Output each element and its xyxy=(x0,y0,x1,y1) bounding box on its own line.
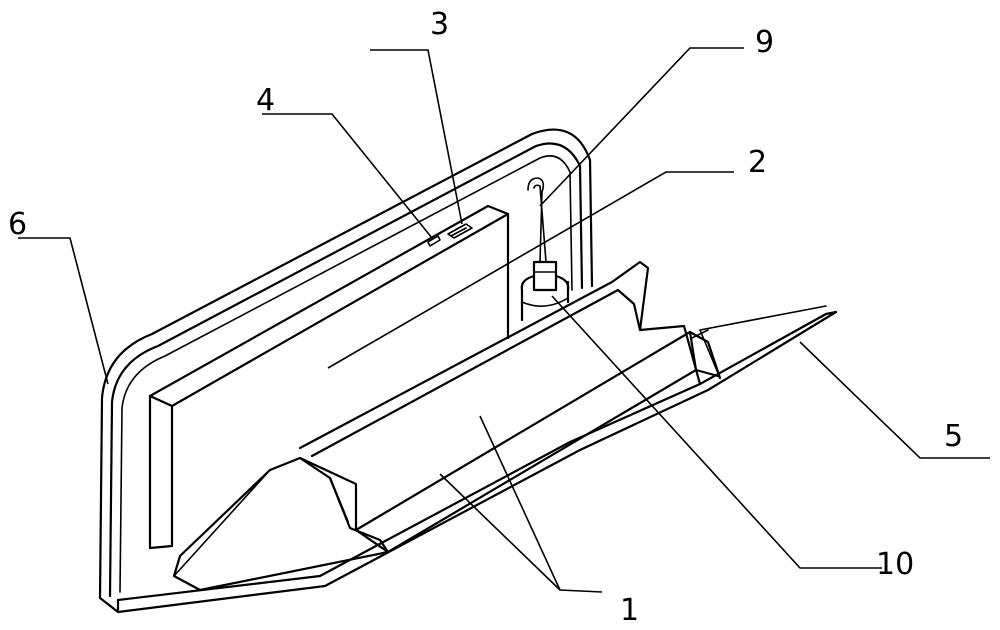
callout-4: 4 xyxy=(256,83,275,118)
leader-1b xyxy=(440,474,560,590)
housing-frame xyxy=(100,130,592,598)
tray-lid xyxy=(100,306,836,612)
callout-1: 1 xyxy=(620,593,639,628)
callout-10: 10 xyxy=(876,547,914,582)
callout-9: 9 xyxy=(755,25,774,60)
battery-block xyxy=(150,206,508,548)
leader-4 xyxy=(262,114,432,238)
connector-plug xyxy=(522,262,569,320)
charging-cable xyxy=(528,178,546,262)
leader-1a xyxy=(480,416,602,592)
callout-2: 2 xyxy=(748,145,767,180)
leader-lines xyxy=(18,48,990,592)
callout-5: 5 xyxy=(944,419,963,454)
callout-3: 3 xyxy=(430,7,449,42)
leader-10 xyxy=(552,296,882,568)
leader-2 xyxy=(328,172,734,368)
folded-panels xyxy=(174,262,720,590)
leader-3 xyxy=(370,50,462,224)
callout-6: 6 xyxy=(8,207,27,242)
leader-6 xyxy=(18,238,108,384)
